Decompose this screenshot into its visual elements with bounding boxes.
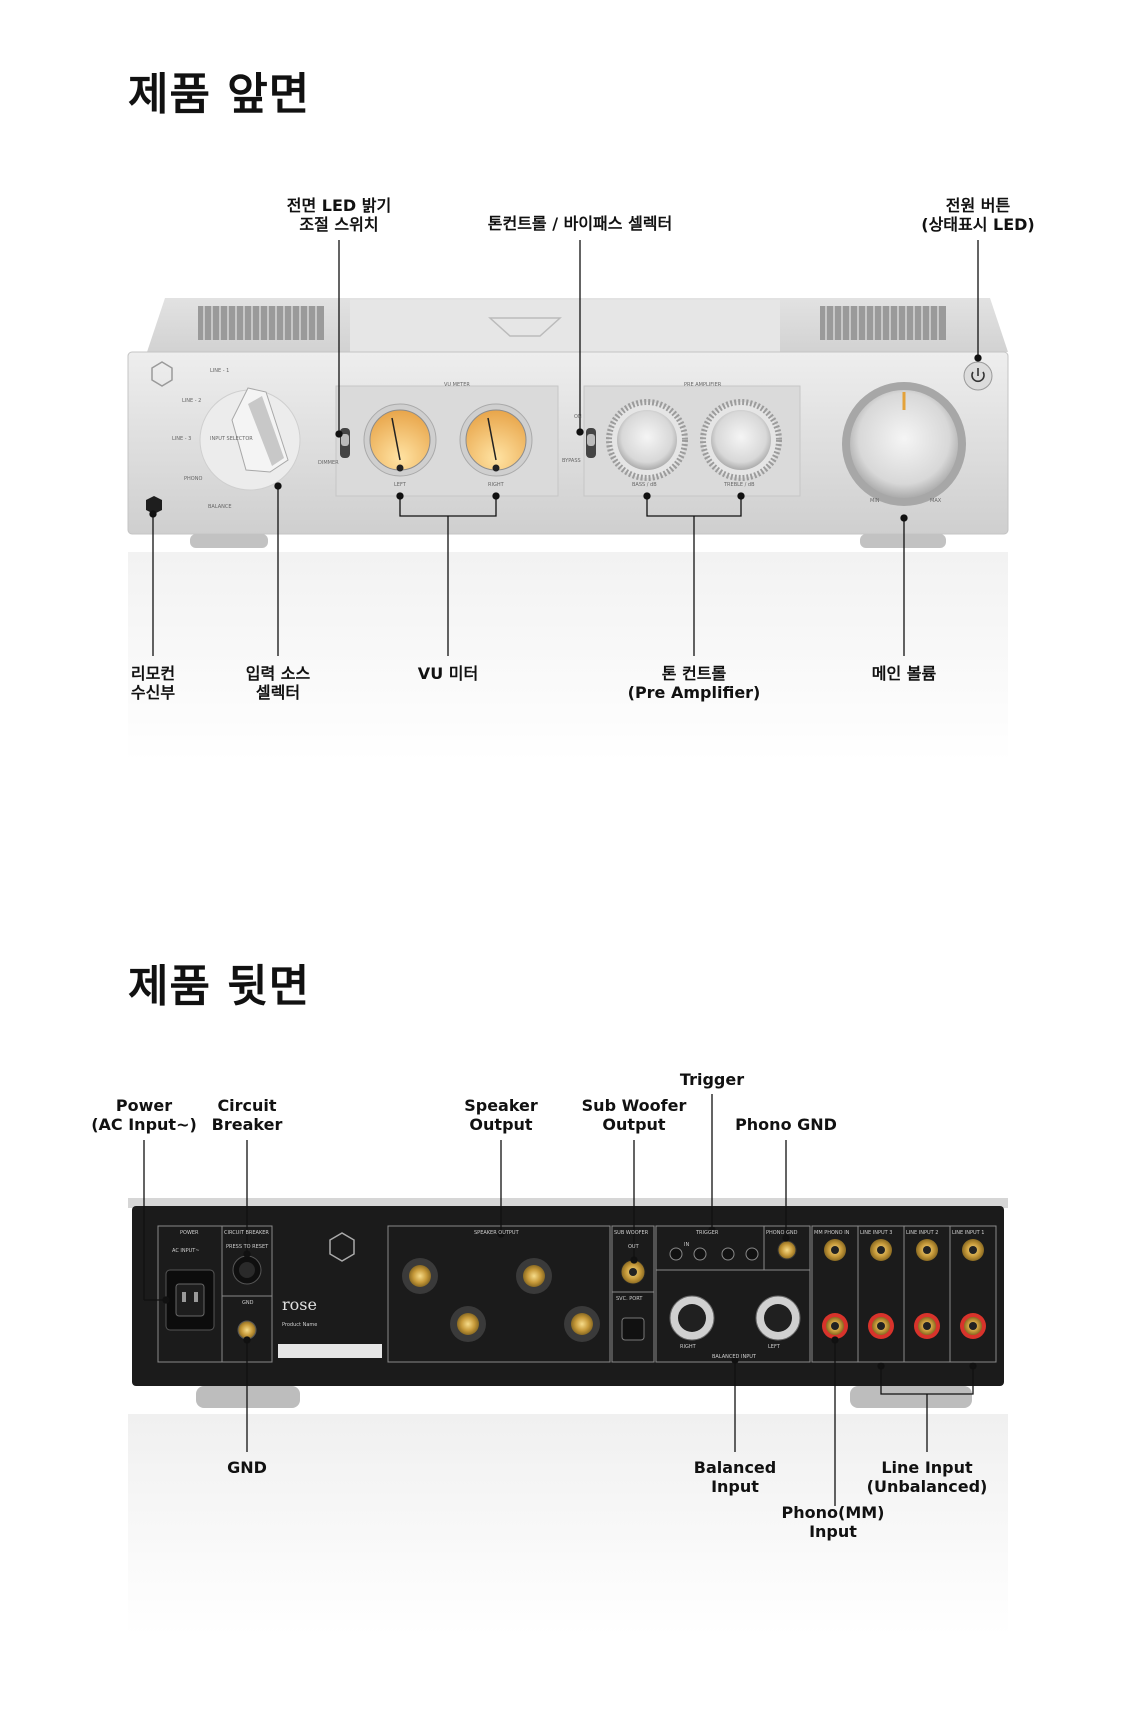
label-dimmer: DIMMER [318, 460, 339, 466]
rear-label-subwoofer: SUB WOOFER [614, 1230, 649, 1236]
rear-label-breaker: CIRCUIT BREAKER [224, 1230, 269, 1236]
front-section-title: 제품 앞면 [128, 69, 311, 120]
callout-vu-meter: VU 미터 [417, 664, 479, 683]
label-line1: LINE - 1 [210, 368, 229, 374]
rear-label-svc-port: SVC. PORT [616, 1296, 643, 1302]
callout-line-input: Line Input(Unbalanced) [866, 1458, 988, 1496]
rear-label-speaker-output: SPEAKER OUTPUT [474, 1230, 520, 1236]
rear-label-trigger: TRIGGER [695, 1230, 719, 1236]
callout-gnd: GND [227, 1458, 267, 1477]
callout-main-volume: 메인 볼륨 [871, 664, 937, 683]
label-bypass: BYPASS [562, 458, 581, 464]
callout-trigger: Trigger [679, 1070, 745, 1089]
callout-tone-bypass-selector: 톤컨트롤 / 바이패스 셀렉터 [487, 214, 673, 233]
label-on: ON [574, 414, 582, 420]
label-input-selector: INPUT SELECTOR [210, 436, 253, 442]
label-phono: PHONO [184, 476, 202, 482]
rear-label-gnd: GND [242, 1300, 254, 1306]
rear-label-brand: rose [282, 1295, 317, 1314]
rear-label-line-input-3: LINE INPUT 3 [860, 1230, 892, 1236]
rear-label-in: IN [684, 1242, 689, 1248]
rear-label-product-info: Product Name [282, 1322, 317, 1328]
label-treble: TREBLE / dB [723, 482, 755, 488]
callout-phono-mm-input: Phono(MM)Input [781, 1503, 885, 1541]
label-left: LEFT [394, 482, 407, 488]
label-right: RIGHT [488, 482, 505, 488]
front-panel-illustration: LINE - 1 LINE - 2 LINE - 3 PHONO BALANCE… [127, 240, 1009, 762]
callout-phono-gnd: Phono GND [735, 1115, 837, 1134]
rear-label-line-input-2: LINE INPUT 2 [906, 1230, 938, 1236]
label-min: MIN [870, 498, 880, 504]
label-line3: LINE - 3 [172, 436, 191, 442]
rear-label-balanced-input: BALANCED INPUT [712, 1354, 757, 1360]
callout-tone-control: 톤 컨트롤(Pre Amplifier) [627, 664, 761, 702]
rear-label-power: POWER [180, 1230, 199, 1236]
label-vu-meter: VU METER [444, 382, 470, 388]
label-balance: BALANCE [208, 504, 232, 510]
label-pre-amplifier: PRE AMPLIFIER [684, 382, 722, 388]
callout-power-ac: Power(AC Input~) [91, 1096, 197, 1134]
rear-label-line-input-1: LINE INPUT 1 [952, 1230, 984, 1236]
callout-power-button: 전원 버튼(상태표시 LED) [921, 196, 1035, 234]
rear-label-mm-phono-in: MM PHONO IN [814, 1230, 850, 1236]
rear-label-press-reset: PRESS TO RESET [226, 1244, 269, 1250]
label-bass: BASS / dB [632, 482, 657, 488]
label-line2: LINE - 2 [182, 398, 201, 404]
label-max: MAX [930, 498, 942, 504]
rear-label-ac-input: AC INPUT~ [172, 1248, 200, 1254]
rear-section-title: 제품 뒷면 [128, 961, 311, 1012]
rear-label-out: OUT [628, 1244, 640, 1250]
rear-label-left: LEFT [768, 1344, 781, 1350]
rear-label-right: RIGHT [680, 1344, 697, 1350]
rear-label-phono-gnd: PHONO GND [766, 1230, 798, 1236]
